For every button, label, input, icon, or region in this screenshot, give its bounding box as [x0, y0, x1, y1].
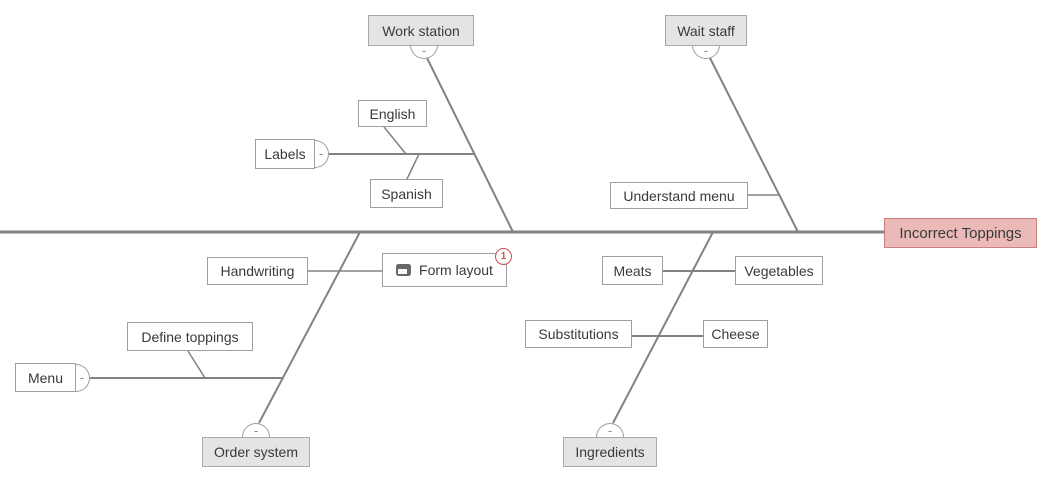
cause-label: Spanish [381, 185, 432, 202]
wait-staff-branch-line [709, 57, 799, 233]
cause-node-english[interactable]: English [358, 100, 427, 127]
category-label: Wait staff [677, 22, 735, 39]
category-label: Order system [213, 444, 298, 460]
cause-label: Form layout [419, 262, 493, 278]
minus-icon: - [607, 422, 613, 438]
cause-node-handwriting[interactable]: Handwriting [207, 257, 308, 285]
cause-label: Menu [27, 369, 64, 386]
cause-label: English [369, 105, 416, 122]
minus-icon: - [79, 369, 85, 385]
comment-count-badge[interactable]: 1 [495, 248, 512, 265]
cause-label: Define toppings [141, 328, 239, 345]
cause-node-define-toppings[interactable]: Define toppings [127, 322, 253, 351]
category-node-work-station[interactable]: Work station [368, 15, 474, 46]
work-station-branch-line [426, 57, 514, 233]
effect-node-incorrect-toppings[interactable]: Incorrect Toppings [884, 218, 1037, 248]
cause-node-substitutions[interactable]: Substitutions [525, 320, 632, 348]
minus-icon: - [253, 422, 259, 438]
cause-label: Understand menu [623, 187, 735, 204]
cause-node-cheese[interactable]: Cheese [703, 320, 768, 348]
cause-label: Vegetables [744, 262, 814, 279]
note-icon [396, 264, 412, 276]
cause-node-spanish[interactable]: Spanish [370, 179, 443, 208]
cause-label: Meats [613, 262, 652, 279]
minus-icon: - [421, 43, 427, 58]
cause-node-labels[interactable]: Labels [255, 139, 315, 169]
cause-label: Handwriting [220, 263, 295, 279]
category-label: Ingredients [575, 444, 645, 460]
order-system-branch-line [258, 231, 361, 424]
cause-label: Labels [264, 146, 306, 162]
define-toppings-connector-line [187, 350, 206, 379]
cause-node-vegetables[interactable]: Vegetables [735, 256, 823, 285]
effect-label: Incorrect Toppings [899, 224, 1022, 242]
cause-label: Substitutions [538, 326, 619, 342]
minus-icon: - [703, 43, 709, 58]
category-node-order-system[interactable]: Order system [202, 437, 310, 467]
english-connector-line [383, 126, 407, 155]
cause-node-menu[interactable]: Menu [15, 363, 76, 392]
cause-label: Cheese [711, 326, 760, 342]
category-node-wait-staff[interactable]: Wait staff [665, 15, 747, 46]
category-label: Work station [382, 22, 460, 39]
cause-node-understand-menu[interactable]: Understand menu [610, 182, 748, 209]
category-node-ingredients[interactable]: Ingredients [563, 437, 657, 467]
minus-icon: - [318, 145, 324, 161]
cause-node-form-layout[interactable]: Form layout [382, 253, 507, 287]
cause-node-meats[interactable]: Meats [602, 256, 663, 285]
spanish-connector-line [406, 153, 420, 180]
ingredients-branch-line [612, 231, 714, 424]
